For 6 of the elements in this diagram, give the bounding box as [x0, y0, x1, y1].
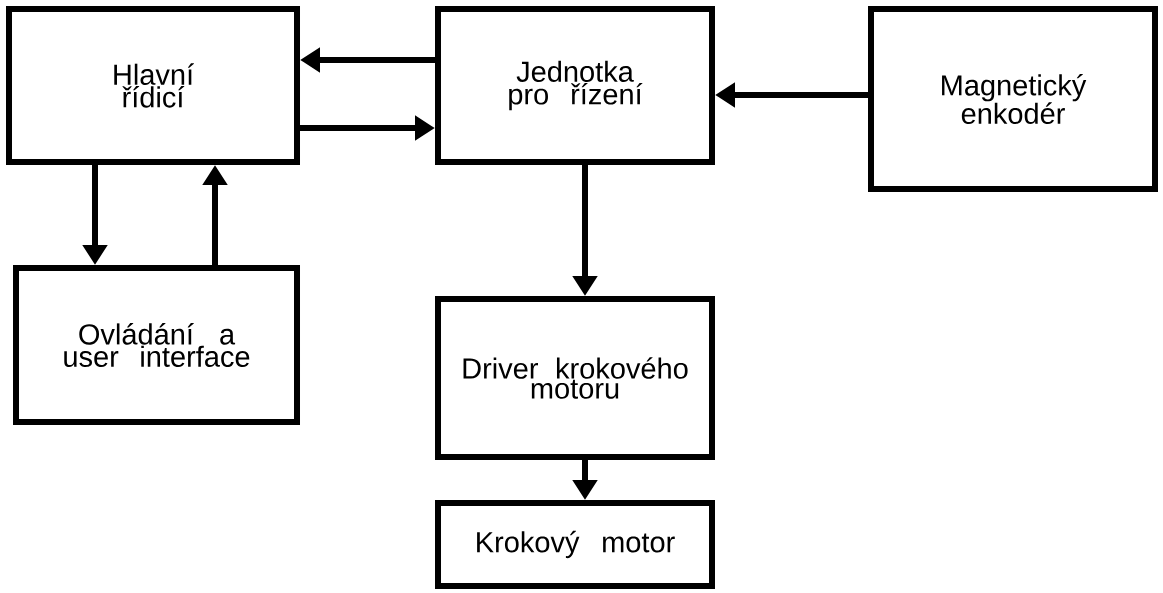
process-box: Krokový motor: [435, 500, 715, 589]
process-box: Magnetický enkodér: [868, 6, 1158, 192]
process-box: Jednotka pro řízení: [435, 6, 715, 165]
process-box: Hlavní řídicí: [6, 6, 300, 165]
process-box: Driver krokového motoru: [435, 296, 715, 460]
process-box: Ovládání a user interface: [13, 265, 300, 425]
